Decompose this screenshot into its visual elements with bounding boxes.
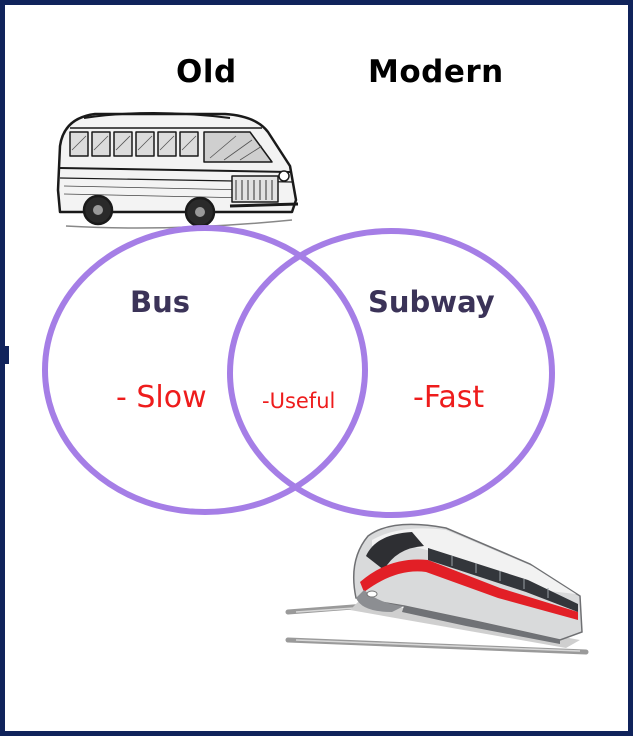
vintage-bus-image xyxy=(56,112,299,229)
high-speed-train-image xyxy=(285,523,589,655)
frame-edge-mark xyxy=(5,346,9,364)
heading-modern: Modern xyxy=(368,54,504,90)
label-subway: Subway xyxy=(368,285,495,319)
trait-useful: -Useful xyxy=(262,389,336,413)
trait-slow: - Slow xyxy=(116,380,207,415)
label-bus: Bus xyxy=(130,285,191,319)
venn-diagram xyxy=(42,225,555,518)
trait-fast: -Fast xyxy=(413,380,485,415)
circle-subway xyxy=(227,228,555,518)
heading-old: Old xyxy=(176,54,237,90)
circle-bus xyxy=(42,225,368,515)
